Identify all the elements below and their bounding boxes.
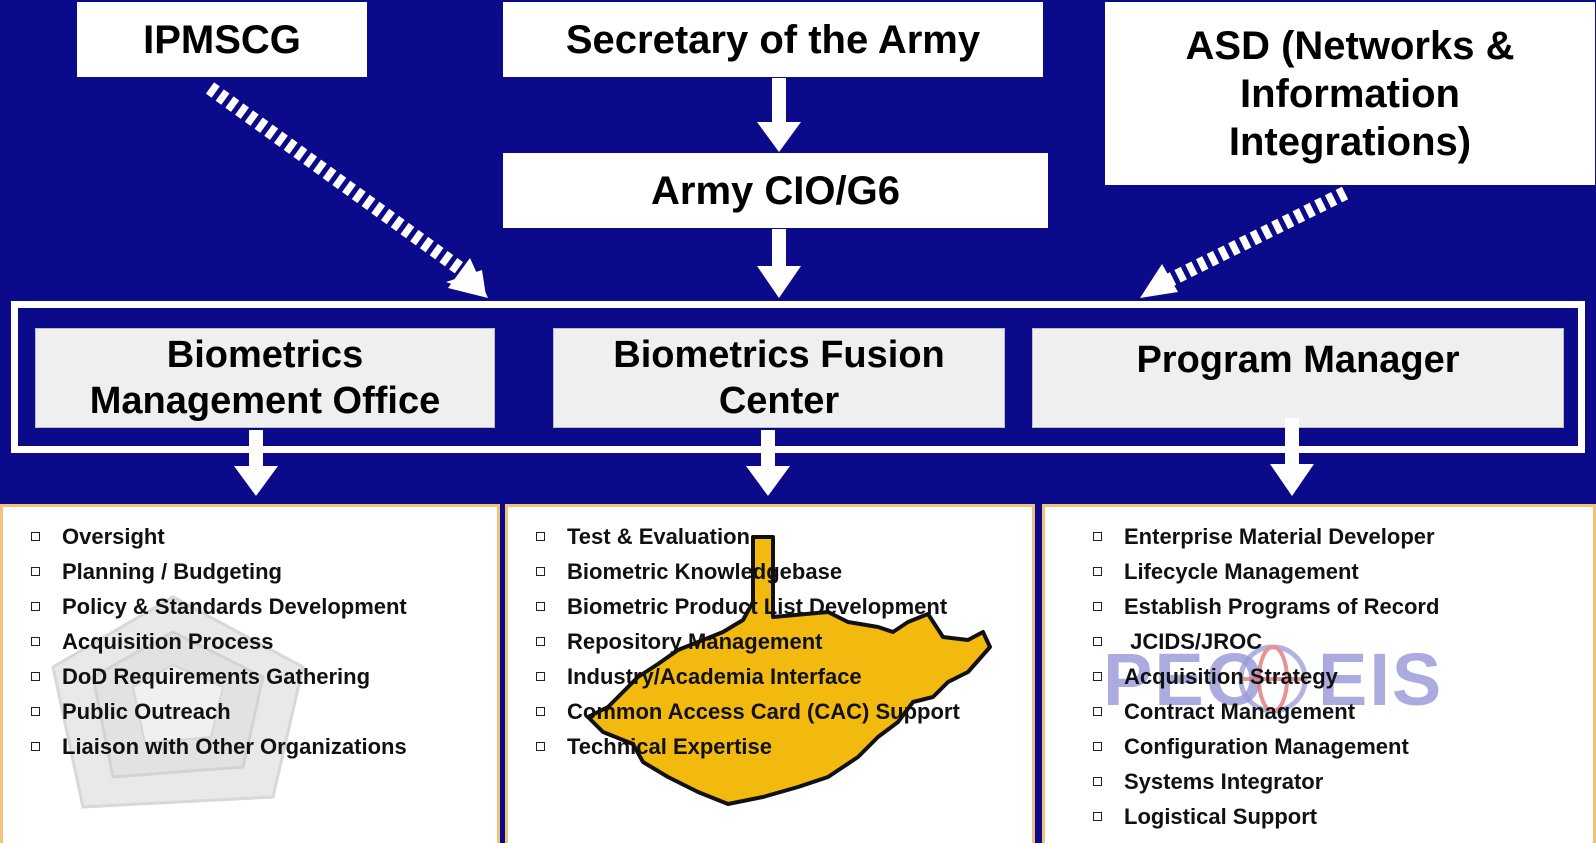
organization-band	[11, 301, 1585, 453]
list-item: Biometric Knowledgebase	[536, 554, 960, 589]
arrow-asd-dotted	[1140, 186, 1349, 298]
peo-eis-logo: PEO EIS	[1103, 638, 1444, 721]
pm-list: Enterprise Material Developer Lifecycle …	[1093, 519, 1439, 834]
bullet-icon	[1093, 812, 1102, 821]
bullet-icon	[536, 602, 545, 611]
list-item: Liaison with Other Organizations	[31, 729, 407, 764]
bullet-icon	[1093, 532, 1102, 541]
pm-responsibilities-panel: PEO EIS Enterprise Material Developer Li…	[1042, 504, 1596, 843]
list-item: Public Outreach	[31, 694, 407, 729]
bfc-label: Biometrics Fusion Center	[613, 334, 945, 422]
list-item: Acquisition Process	[31, 624, 407, 659]
ipmscg-label: IPMSCG	[143, 17, 301, 62]
list-item: Policy & Standards Development	[31, 589, 407, 624]
bullet-icon	[31, 637, 40, 646]
list-item: Enterprise Material Developer	[1093, 519, 1439, 554]
bullet-icon	[536, 742, 545, 751]
program-manager-box: Program Manager	[1032, 328, 1564, 428]
globe-icon	[1238, 644, 1308, 714]
list-item: Lifecycle Management	[1093, 554, 1439, 589]
list-item: Oversight	[31, 519, 407, 554]
biometrics-fusion-center-box: Biometrics Fusion Center	[553, 328, 1005, 428]
bullet-icon	[1093, 637, 1102, 646]
bmo-label: Biometrics Management Office	[89, 334, 441, 422]
secretary-label: Secretary of the Army	[565, 17, 981, 62]
biometrics-management-office-box: Biometrics Management Office	[35, 328, 495, 428]
list-item: Industry/Academia Interface	[536, 659, 960, 694]
bullet-icon	[536, 637, 545, 646]
list-item: Logistical Support	[1093, 799, 1439, 834]
bullet-icon	[1093, 602, 1102, 611]
bullet-icon	[536, 567, 545, 576]
list-item: Planning / Budgeting	[31, 554, 407, 589]
pm-label: Program Manager	[1136, 339, 1460, 381]
list-item: JCIDS/JROC	[1093, 624, 1439, 659]
bullet-icon	[31, 742, 40, 751]
list-item: DoD Requirements Gathering	[31, 659, 407, 694]
bullet-icon	[536, 672, 545, 681]
bmo-responsibilities-panel: Oversight Planning / Budgeting Policy & …	[0, 504, 500, 843]
list-item: Technical Expertise	[536, 729, 960, 764]
bullet-icon	[31, 602, 40, 611]
ipmscg-box: IPMSCG	[77, 2, 367, 77]
list-item: Configuration Management	[1093, 729, 1439, 764]
secretary-of-the-army-box: Secretary of the Army	[503, 2, 1043, 77]
bfc-list: Test & Evaluation Biometric Knowledgebas…	[536, 519, 960, 764]
list-item: Test & Evaluation	[536, 519, 960, 554]
bullet-icon	[1093, 567, 1102, 576]
list-item: Contract Management	[1093, 694, 1439, 729]
list-item: Establish Programs of Record	[1093, 589, 1439, 624]
pentagon-building-image	[51, 595, 305, 809]
bullet-icon	[1093, 777, 1102, 786]
bullet-icon	[31, 532, 40, 541]
list-item: Repository Management	[536, 624, 960, 659]
army-cio-box: Army CIO/G6	[503, 153, 1048, 228]
bullet-icon	[31, 567, 40, 576]
arrow-cio-to-band	[757, 229, 801, 298]
asd-label: ASD (Networks & Information Integrations…	[1185, 23, 1515, 164]
bullet-icon	[1093, 707, 1102, 716]
list-item: Common Access Card (CAC) Support	[536, 694, 960, 729]
bfc-responsibilities-panel: Test & Evaluation Biometric Knowledgebas…	[505, 504, 1035, 843]
bullet-icon	[1093, 672, 1102, 681]
bullet-icon	[536, 707, 545, 716]
army-cio-label: Army CIO/G6	[651, 168, 900, 213]
arrow-secretary-to-cio	[757, 78, 801, 152]
list-item: Biometric Product List Development	[536, 589, 960, 624]
bullet-icon	[31, 707, 40, 716]
asd-box: ASD (Networks & Information Integrations…	[1105, 2, 1595, 185]
list-item: Acquisition Strategy	[1093, 659, 1439, 694]
bullet-icon	[31, 672, 40, 681]
bmo-list: Oversight Planning / Budgeting Policy & …	[31, 519, 407, 764]
list-item: Systems Integrator	[1093, 764, 1439, 799]
bullet-icon	[1093, 742, 1102, 751]
arrow-ipmscg-dotted	[205, 82, 488, 298]
bullet-icon	[536, 532, 545, 541]
west-virginia-map-image	[586, 535, 992, 806]
